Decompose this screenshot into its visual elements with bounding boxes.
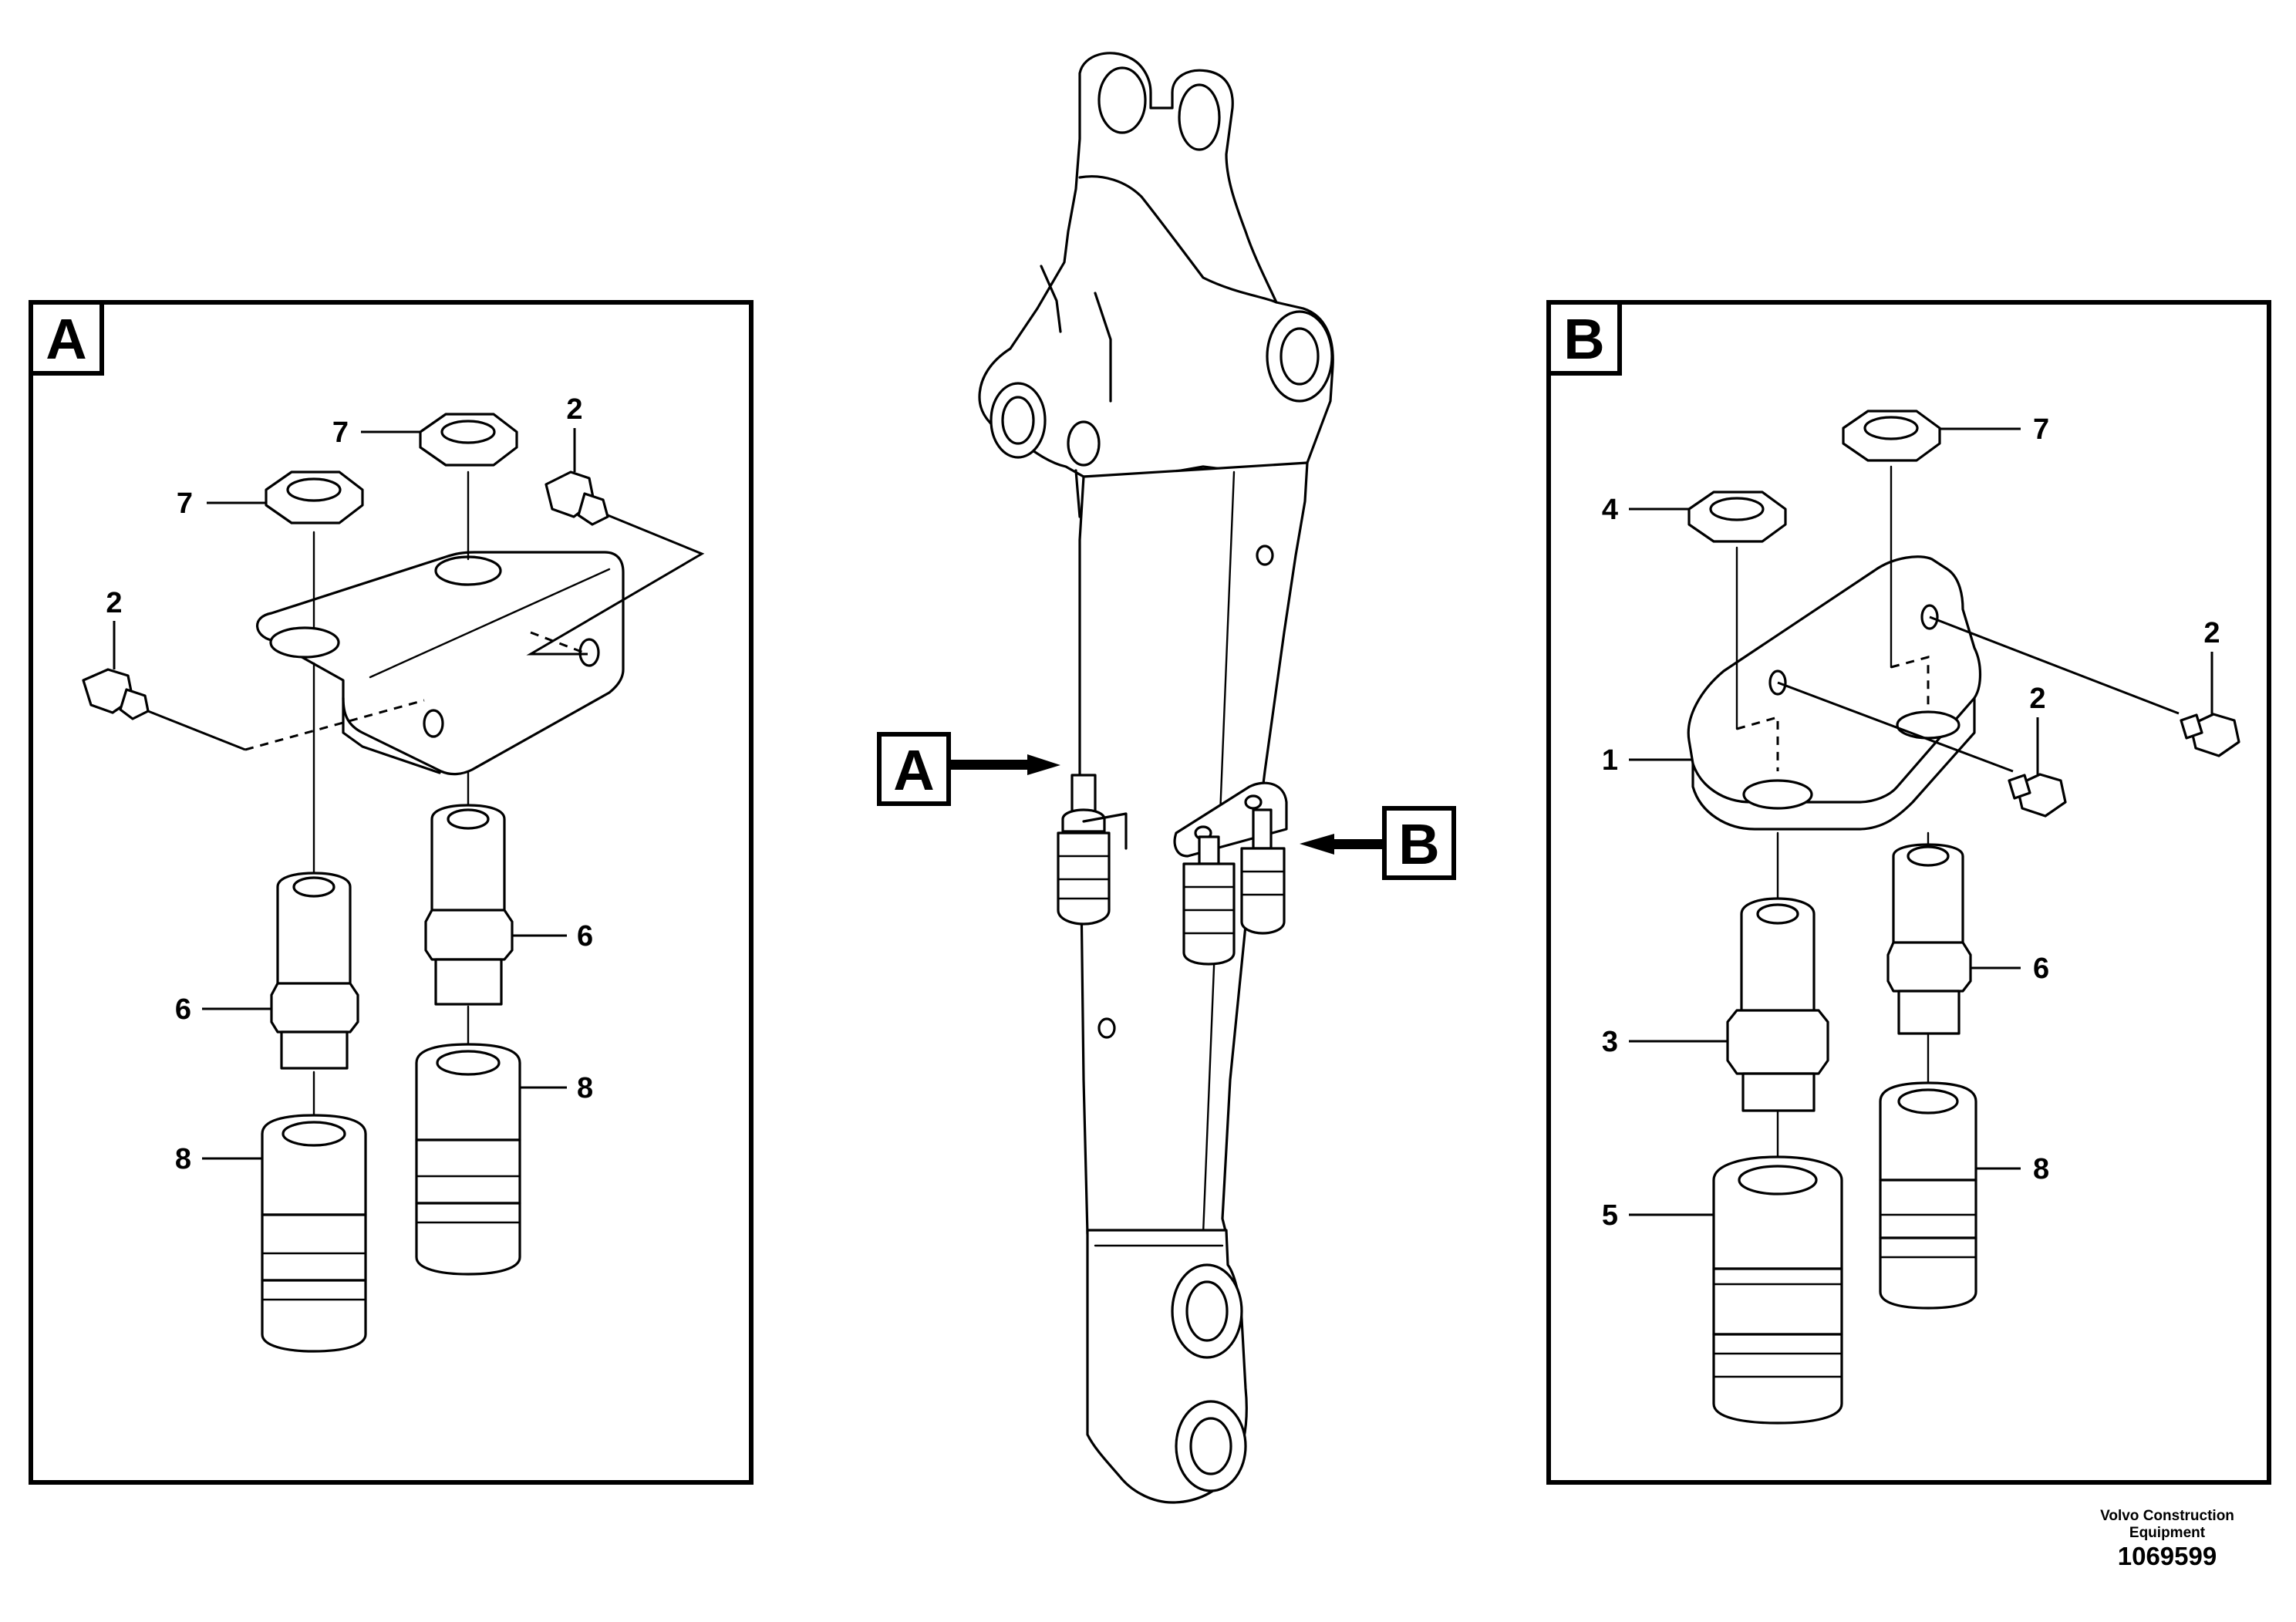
hex-nut-a-left [265, 470, 364, 524]
callout-b-fitting-right: 6 [2033, 953, 2049, 985]
drawing-footer: Volvo Construction Equipment 1069599 [2079, 1508, 2256, 1571]
callout-a-nut-right: 7 [332, 416, 349, 449]
boom-marker-a-label: A [893, 738, 934, 802]
detail-b-panel: B [1546, 300, 2271, 1485]
brand-line-2: Equipment [2129, 1525, 2206, 1541]
boom-fitting-a [1057, 774, 1128, 926]
callout-b-coupler-small: 8 [2033, 1153, 2049, 1185]
bracket-b [1687, 555, 1982, 831]
hex-nut-b-right [1842, 410, 1941, 462]
callout-b-fitting-left: 3 [1602, 1026, 1618, 1058]
boom-marker-b: B [1300, 806, 1456, 880]
callout-a-bolt-left: 2 [106, 587, 122, 619]
coupler-b-large [1712, 1155, 1843, 1425]
callout-a-fitting-left: 6 [175, 993, 191, 1026]
brand-line-1: Volvo Construction [2100, 1508, 2234, 1524]
detail-b-frame [1546, 300, 2271, 1485]
detail-a-frame [29, 300, 754, 1485]
coupler-a-left [261, 1114, 367, 1353]
callout-b-coupler-large: 5 [1602, 1199, 1618, 1232]
boom-marker-a: A [877, 732, 1060, 806]
fitting-b-left [1726, 897, 1829, 1112]
bolt-a-left [82, 668, 150, 720]
bolt-b-right [2180, 713, 2240, 757]
callout-b-nut-right: 7 [2033, 413, 2049, 446]
boom-bracket-b [1173, 781, 1288, 966]
detail-b-label-box [1546, 300, 1622, 376]
callouts-b: 7 4 2 1 2 6 3 8 5 [1602, 413, 2220, 1232]
excavator-boom: A B [877, 52, 1456, 1504]
callout-b-bolt-center: 2 [2029, 683, 2045, 715]
callout-a-bolt-top: 2 [566, 393, 582, 426]
detail-a-panel: A [29, 300, 754, 1485]
callout-a-fitting-right: 6 [577, 920, 593, 953]
detail-a-label-box [29, 300, 104, 376]
fitting-b-right [1886, 843, 1972, 1035]
detail-a-label: A [46, 307, 86, 371]
drawing-number: 1069599 [2117, 1542, 2217, 1570]
coupler-b-small [1879, 1081, 1977, 1310]
detail-b-label: B [1563, 307, 1604, 371]
hex-nut-a-right [419, 413, 518, 467]
callout-b-bracket: 1 [1602, 744, 1618, 777]
boom-marker-b-label: B [1398, 812, 1439, 876]
callout-a-nut-left: 7 [177, 487, 193, 520]
fitting-a-left [270, 872, 359, 1070]
callout-a-coupler-left: 8 [175, 1143, 191, 1175]
callout-b-bolt-right: 2 [2203, 617, 2220, 649]
bolt-a-top [544, 470, 609, 526]
fitting-a-right [424, 804, 514, 1006]
hex-nut-b-left [1687, 491, 1787, 543]
callouts-a: 7 7 2 2 6 6 8 8 [106, 393, 593, 1175]
callout-a-coupler-right: 8 [577, 1072, 593, 1104]
bracket-a [256, 551, 625, 776]
bolt-b-center [2008, 773, 2067, 818]
coupler-a-right [415, 1043, 521, 1276]
callout-b-nut-left: 4 [1602, 494, 1618, 526]
